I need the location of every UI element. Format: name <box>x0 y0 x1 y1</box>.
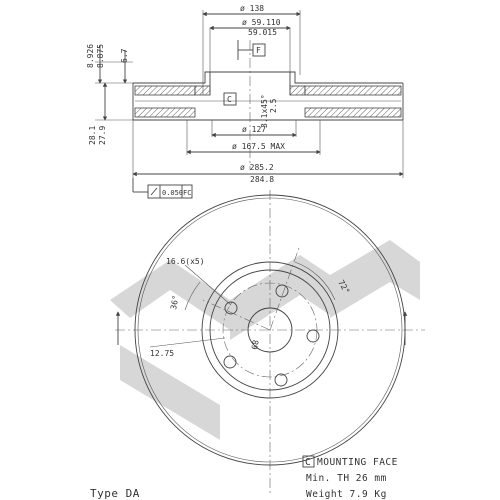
dim-d127: ø 127 <box>242 125 266 134</box>
datum-f-box <box>252 43 266 57</box>
dim-d285-2: ø 285.2 <box>240 163 274 172</box>
dim-d284-8: 284.8 <box>250 175 274 184</box>
mounting-face: MOUNTING FACE <box>317 457 398 468</box>
dim-t28-1: 28.1 <box>88 126 97 145</box>
type-label: Type DA <box>90 487 140 500</box>
bolt-holes <box>223 284 320 387</box>
dim-angle36: 36° <box>169 295 180 311</box>
flatness-icon <box>150 187 158 196</box>
dim-hub: 68 <box>250 339 261 350</box>
dim-pcd: 12.75 <box>150 349 174 358</box>
dim-h8-926: 8.926 <box>86 44 95 68</box>
dim-bolt-holes: 16.6(x5) <box>166 257 205 266</box>
watermark-logo <box>110 240 420 440</box>
dim-h2-5: 2.5 <box>269 98 278 113</box>
notes: C MOUNTING FACE Min. TH 26 mm Weight 7.9… <box>90 455 398 500</box>
mounting-c-box <box>302 455 315 468</box>
dim-d167-5: ø 167.5 MAX <box>232 142 285 151</box>
datum-c-box <box>223 92 237 106</box>
datum-c-label: C <box>227 95 232 104</box>
dim-d138: ø 138 <box>240 4 264 13</box>
section-view: ø 138 ø 59.110 59.015 F C <box>86 4 404 199</box>
hub-bore <box>247 307 293 353</box>
dim-h6-7: 6.7 <box>120 48 129 63</box>
face-view: 16.6(x5) 36° 72° 12.75 68 <box>115 190 425 495</box>
mounting-letter: C <box>305 457 311 468</box>
datum-f-label: F <box>256 46 261 55</box>
dim-h8-875: 8.875 <box>96 44 105 68</box>
dim-t27-9: 27.9 <box>98 126 107 145</box>
dim-59-015: 59.015 <box>248 28 277 37</box>
weight: Weight 7.9 Kg <box>306 489 387 500</box>
tol-ref: FC <box>183 189 191 197</box>
tol-value: 0.050 <box>162 189 183 197</box>
tolerance-frame <box>147 184 193 199</box>
min-thickness: Min. TH 26 mm <box>306 473 387 484</box>
dim-chamfer: 3.1x45° <box>260 94 269 128</box>
dim-d59-110: ø 59.110 <box>242 18 281 27</box>
